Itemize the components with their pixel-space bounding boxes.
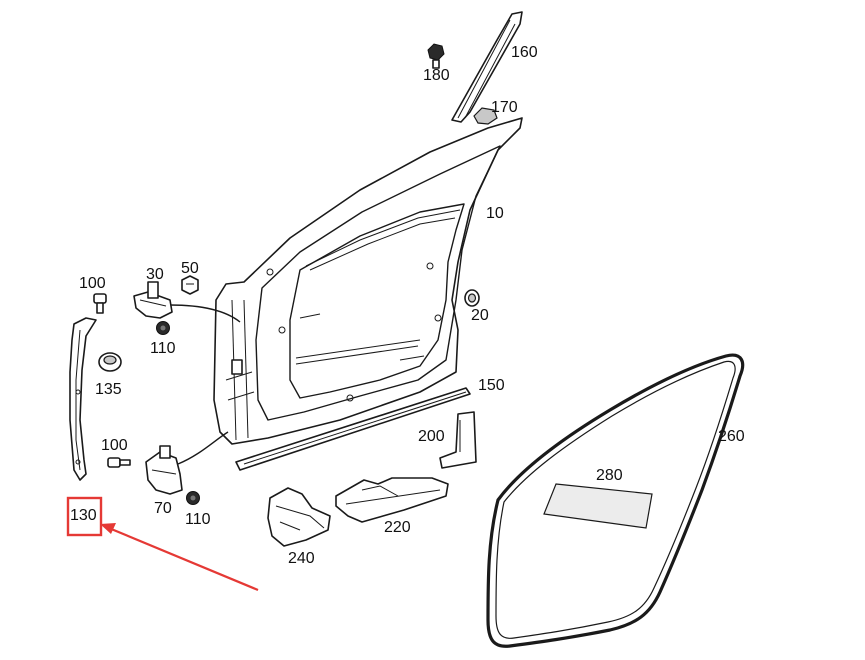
part-70-lower-hinge — [145, 445, 183, 495]
label-180: 180 — [423, 67, 450, 84]
part-280-foil-sheet — [543, 483, 653, 529]
part-100-bolt-lower — [107, 457, 131, 468]
part-220-insulation — [335, 477, 449, 523]
part-135-plug — [98, 352, 122, 372]
label-130: 130 — [70, 507, 97, 524]
part-160-window-channel — [451, 11, 523, 123]
part-240-insulation — [267, 487, 331, 547]
part-170-clip — [473, 107, 498, 125]
label-30: 30 — [146, 266, 164, 283]
part-260-door-seal — [486, 353, 745, 648]
part-130-trim-strip — [69, 317, 97, 481]
label-150: 150 — [478, 377, 505, 394]
part-20-grommet — [464, 289, 480, 307]
part-200-block — [439, 411, 477, 469]
label-260: 260 — [718, 428, 745, 445]
label-20: 20 — [471, 307, 489, 324]
hinge-cable-upper — [169, 304, 241, 323]
part-50-nut — [181, 275, 199, 295]
label-110-lower: 110 — [185, 511, 211, 528]
label-70: 70 — [154, 500, 172, 517]
part-10-door-shell — [213, 117, 523, 445]
part-100-bolt-upper — [93, 293, 107, 314]
part-110-nut-upper — [156, 321, 170, 335]
part-30-upper-hinge — [133, 281, 173, 319]
hinge-cable-lower — [177, 431, 229, 465]
label-200: 200 — [418, 428, 445, 445]
label-220: 220 — [384, 519, 411, 536]
label-100-upper: 100 — [79, 275, 106, 292]
label-50: 50 — [181, 260, 199, 277]
label-280: 280 — [596, 467, 623, 484]
label-240: 240 — [288, 550, 315, 567]
part-180-bolt — [427, 43, 445, 69]
label-10: 10 — [486, 205, 504, 222]
highlight-box — [66, 496, 103, 537]
label-135: 135 — [95, 381, 122, 398]
label-100-lower: 100 — [101, 437, 128, 454]
label-110-upper: 110 — [150, 340, 176, 357]
part-110-nut-lower — [186, 491, 200, 505]
highlight-arrow — [100, 523, 259, 592]
part-150-sill-strip — [235, 387, 471, 471]
label-160: 160 — [511, 44, 538, 61]
label-170: 170 — [491, 99, 518, 116]
